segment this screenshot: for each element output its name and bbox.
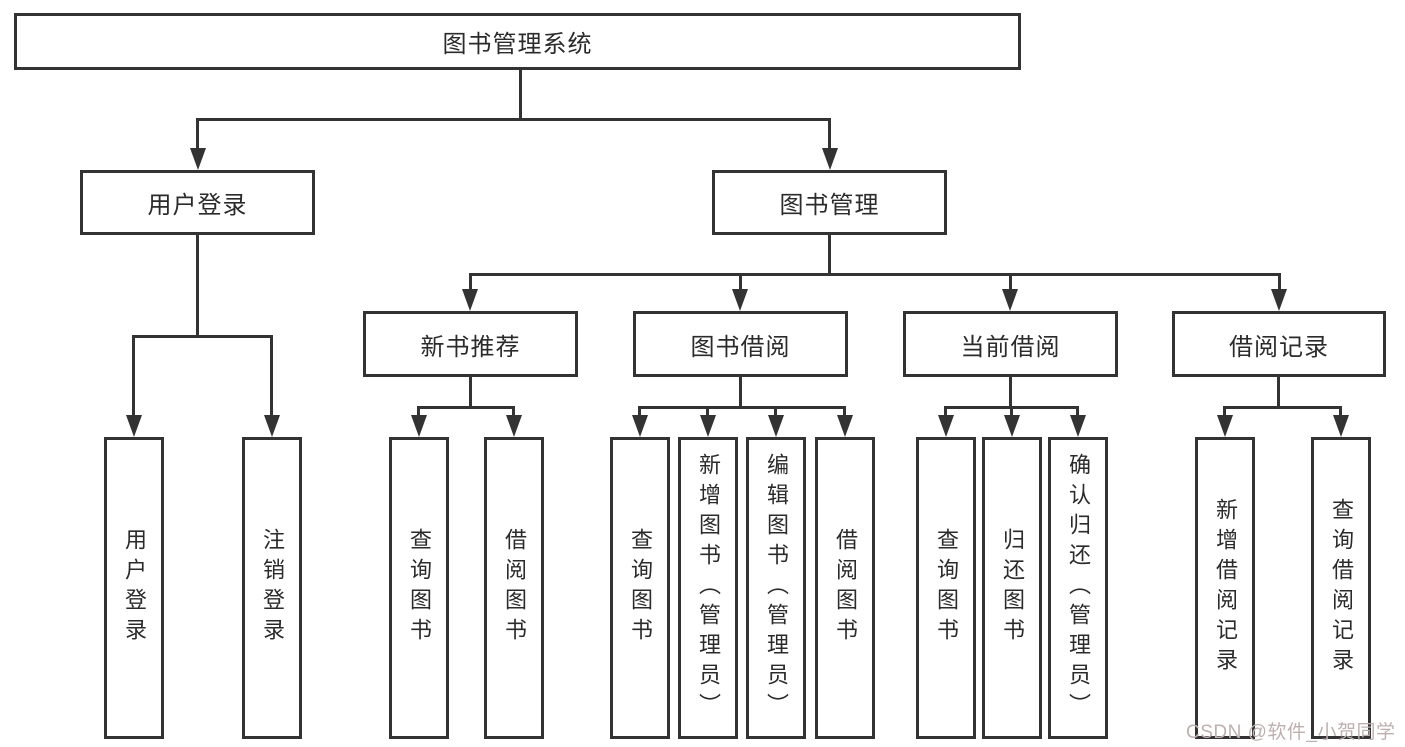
connector-leg xyxy=(1339,406,1342,418)
connector-leg xyxy=(1076,406,1079,418)
arrow-down-icon xyxy=(938,415,954,437)
node-borrow-records-label: 借阅记录 xyxy=(1229,333,1329,361)
connector-book-borrow-stem xyxy=(739,377,742,406)
connector-leg-book-management xyxy=(828,118,831,151)
arrow-down-icon xyxy=(632,415,648,437)
leaf-query-books-borrow-label: 查询图书 xyxy=(628,528,653,648)
leaf-query-books-borrow: 查询图书 xyxy=(610,437,670,739)
leaf-query-books-recommend-label: 查询图书 xyxy=(407,528,432,648)
arrow-down-icon xyxy=(1070,415,1086,437)
arrow-down-icon xyxy=(506,415,522,437)
leaf-borrow-books: 借阅图书 xyxy=(815,437,875,739)
arrow-down-icon xyxy=(190,148,206,170)
leaf-query-books-current-label: 查询图书 xyxy=(934,528,959,648)
connector-borrow-records-fork xyxy=(1223,406,1341,409)
leaf-confirm-return-admin: 确认归还（管理员） xyxy=(1048,437,1108,739)
csdn-watermark: CSDN @软件_小贺同学 xyxy=(1186,722,1396,743)
leaf-query-books-recommend: 查询图书 xyxy=(389,437,449,739)
arrow-down-icon xyxy=(1217,415,1233,437)
leaf-return-books: 归还图书 xyxy=(982,437,1042,739)
connector-leg xyxy=(1223,406,1226,418)
node-user-login: 用户登录 xyxy=(80,170,315,235)
leaf-add-borrow-record-label: 新增借阅记录 xyxy=(1213,498,1238,678)
arrow-down-icon xyxy=(1271,289,1287,311)
leaf-query-books-current: 查询图书 xyxy=(916,437,976,739)
arrow-down-icon xyxy=(411,415,427,437)
connector-level1-fork xyxy=(196,118,831,121)
arrow-down-icon xyxy=(1002,289,1018,311)
node-new-book-recommend-label: 新书推荐 xyxy=(420,333,521,361)
connector-leg xyxy=(417,406,420,418)
connector-leg xyxy=(512,406,515,418)
arrow-down-icon xyxy=(822,148,838,170)
node-borrow-records: 借阅记录 xyxy=(1172,311,1386,377)
leaf-user-login: 用户登录 xyxy=(104,437,164,739)
leaf-query-borrow-record-label: 查询借阅记录 xyxy=(1329,498,1354,678)
node-book-borrow: 图书借阅 xyxy=(633,311,848,377)
node-book-borrow-label: 图书借阅 xyxy=(690,333,791,361)
arrow-down-icon xyxy=(732,289,748,311)
leaf-edit-books-admin-label: 编辑图书（管理员） xyxy=(764,453,789,723)
leaf-add-borrow-record: 新增借阅记录 xyxy=(1195,437,1255,739)
connector-leg xyxy=(1010,406,1013,418)
arrow-down-icon xyxy=(462,289,478,311)
connector-leg-current-borrow xyxy=(1009,273,1012,293)
connector-book-management-stem xyxy=(828,235,831,273)
connector-leg-new-book-recommend xyxy=(469,273,472,293)
leaf-user-login-label: 用户登录 xyxy=(122,528,147,648)
arrow-down-icon xyxy=(1004,415,1020,437)
connector-new-book-stem xyxy=(469,377,472,406)
connector-user-login-stem xyxy=(196,235,199,335)
leaf-add-books-admin: 新增图书（管理员） xyxy=(678,437,738,739)
arrow-down-icon xyxy=(1333,415,1349,437)
connector-level3-fork xyxy=(469,273,1280,276)
leaf-query-borrow-record: 查询借阅记录 xyxy=(1311,437,1371,739)
arrow-down-icon xyxy=(837,415,853,437)
node-book-management: 图书管理 xyxy=(712,170,947,235)
connector-leg xyxy=(638,406,641,418)
node-current-borrow: 当前借阅 xyxy=(903,311,1118,377)
connector-leg-leaf-user-login xyxy=(132,335,135,417)
node-user-login-label: 用户登录 xyxy=(147,192,248,219)
leaf-logout-label: 注销登录 xyxy=(260,528,285,648)
leaf-borrow-books-recommend-label: 借阅图书 xyxy=(502,528,527,648)
connector-borrow-records-stem xyxy=(1277,377,1280,406)
connector-new-book-fork xyxy=(417,406,514,409)
arrow-down-icon xyxy=(768,415,784,437)
leaf-borrow-books-label: 借阅图书 xyxy=(833,528,858,648)
leaf-add-books-admin-label: 新增图书（管理员） xyxy=(696,453,721,723)
connector-leg-borrow-records xyxy=(1278,273,1281,293)
leaf-borrow-books-recommend: 借阅图书 xyxy=(484,437,544,739)
connector-leg xyxy=(774,406,777,418)
leaf-edit-books-admin: 编辑图书（管理员） xyxy=(746,437,806,739)
connector-leg-book-borrow xyxy=(739,273,742,293)
arrow-down-icon xyxy=(126,415,142,437)
leaf-confirm-return-admin-label: 确认归还（管理员） xyxy=(1066,453,1091,723)
connector-leg xyxy=(843,406,846,418)
leaf-return-books-label: 归还图书 xyxy=(1000,528,1025,648)
arrow-down-icon xyxy=(264,415,280,437)
connector-leg xyxy=(706,406,709,418)
node-root-label: 图书管理系统 xyxy=(442,31,593,58)
connector-leg-leaf-logout xyxy=(270,335,273,417)
connector-root-stem xyxy=(519,70,522,118)
connector-user-login-fork xyxy=(132,335,272,338)
leaf-logout: 注销登录 xyxy=(242,437,302,739)
connector-current-borrow-stem xyxy=(1009,377,1012,406)
node-root: 图书管理系统 xyxy=(14,13,1021,70)
node-book-management-label: 图书管理 xyxy=(779,192,880,219)
connector-leg-user-login xyxy=(196,118,199,151)
node-new-book-recommend: 新书推荐 xyxy=(363,311,578,377)
node-current-borrow-label: 当前借阅 xyxy=(960,333,1061,361)
arrow-down-icon xyxy=(700,415,716,437)
connector-book-borrow-fork xyxy=(638,406,846,409)
connector-leg xyxy=(944,406,947,418)
